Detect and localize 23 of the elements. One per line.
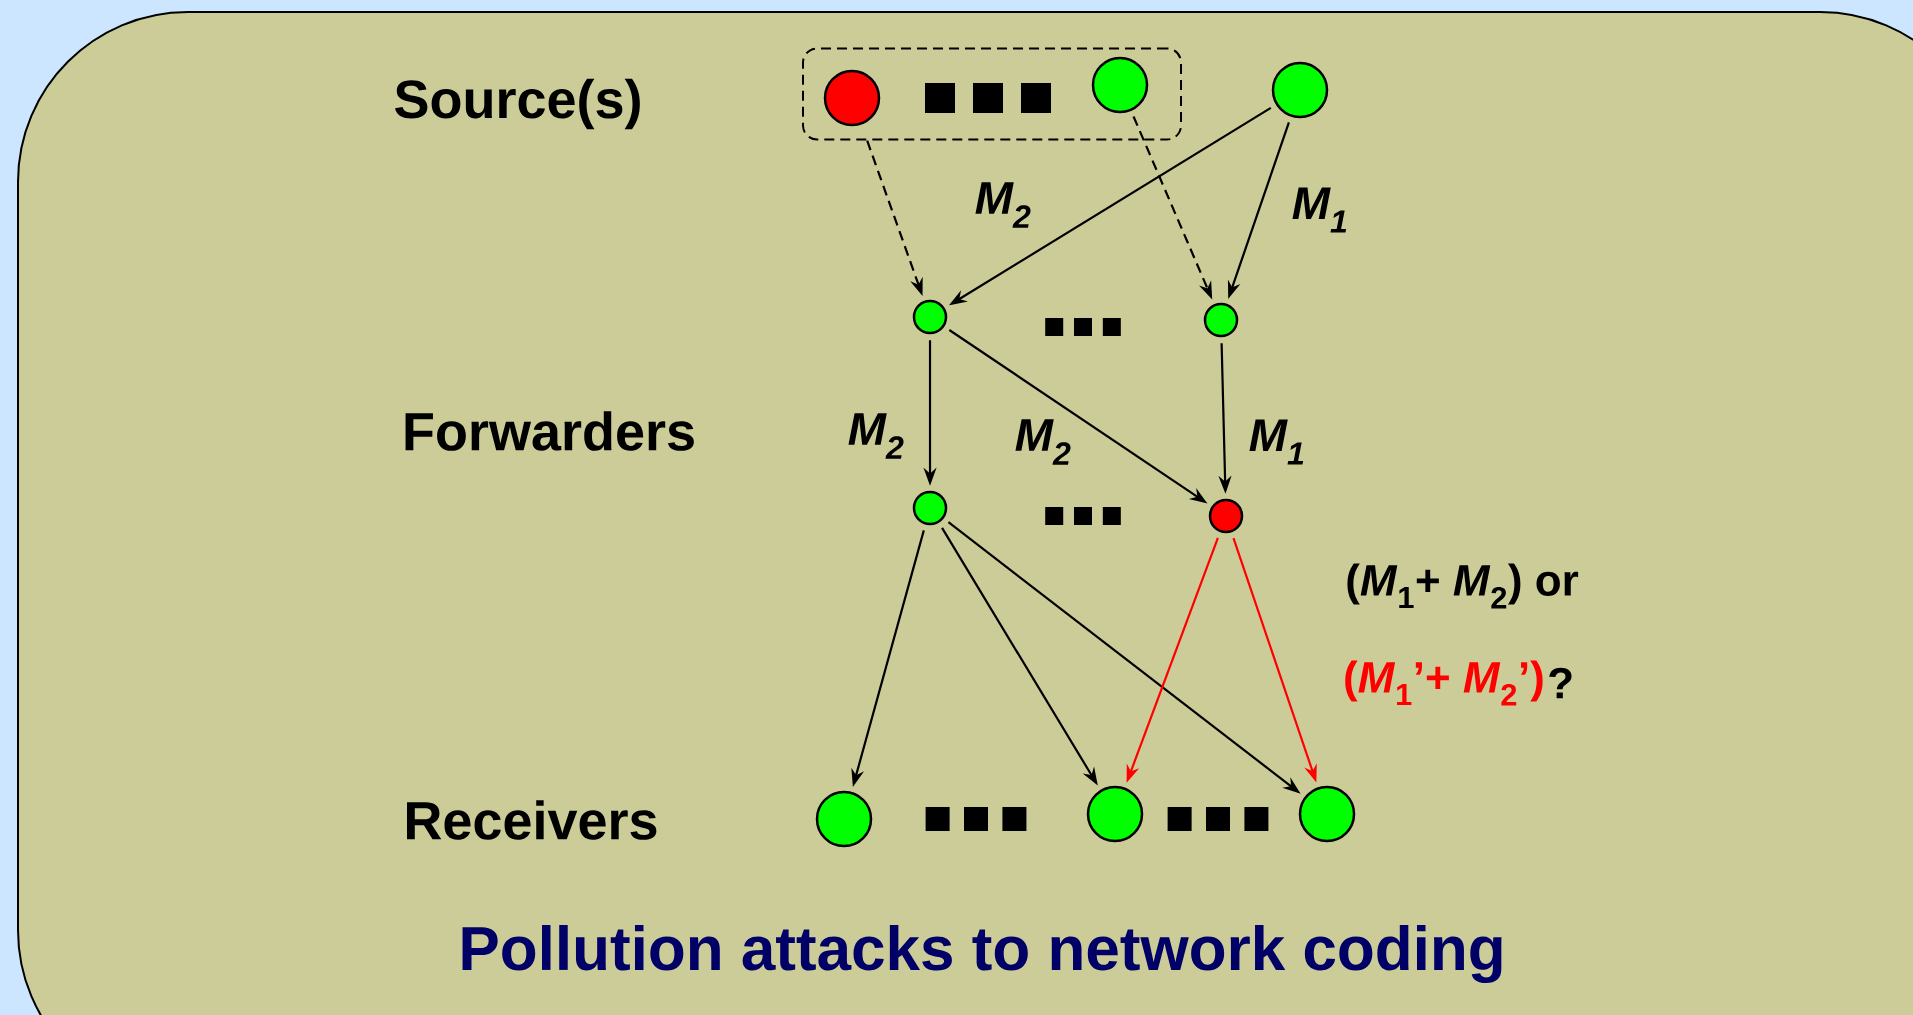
edge-label: M$_{2}$ (848, 413, 904, 459)
node-circle (1086, 785, 1144, 843)
edge-label: M$_{2}$ (1015, 419, 1071, 465)
node-circle (1298, 785, 1356, 843)
edge-label: M$_{1}$ (1249, 419, 1304, 465)
edge-label: M$_{1}$ (1292, 187, 1347, 233)
annotation-text: (M$_{1}$+ M$_{2}$) or (1347, 563, 1579, 609)
node-circle (1203, 302, 1239, 338)
node-circle (912, 299, 948, 335)
node-circle (912, 490, 948, 526)
title: Pollution attacks to network coding (462, 925, 1502, 984)
dashed-group-box (802, 47, 1182, 141)
node-circle (823, 69, 881, 127)
node-circle (815, 790, 873, 848)
question-mark: ? (1549, 667, 1572, 699)
node-circle (1271, 61, 1329, 119)
edge-label: M$_{2}$ (975, 182, 1031, 228)
node-circle (1208, 498, 1244, 534)
node-circle (1091, 56, 1149, 114)
row-label: Receivers (407, 800, 657, 840)
annotation-text: (M$_{1}$’+ M$_{2}$’) (1345, 660, 1543, 706)
row-label: Forwarders (405, 411, 694, 451)
row-label: Source(s) (395, 78, 640, 130)
